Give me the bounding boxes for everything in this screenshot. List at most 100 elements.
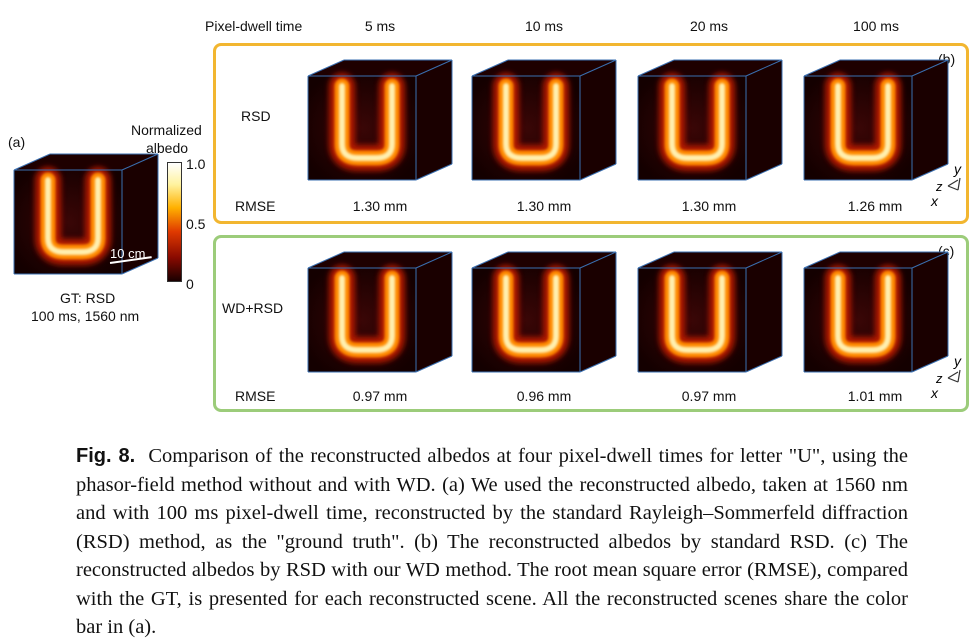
caption-fig-label: Fig. 8. xyxy=(76,445,136,467)
u-glow-core xyxy=(503,83,559,161)
cube-side-face xyxy=(912,60,948,180)
wd-cube-5ms xyxy=(304,248,454,381)
wd-cube-10ms xyxy=(468,248,618,381)
rsd-rmse-20ms: 1.30 mm xyxy=(681,198,737,214)
cube-side-face xyxy=(746,252,782,372)
rsd-cube-5ms xyxy=(304,56,454,189)
u-glow-core xyxy=(503,275,559,353)
cube-edge xyxy=(415,355,453,373)
cube-side-face xyxy=(122,154,158,274)
gt-label-line2: 100 ms, 1560 nm xyxy=(31,308,140,324)
cube-side-face xyxy=(912,252,948,372)
cube-edge xyxy=(13,153,51,171)
panel-a-tag: (a) xyxy=(8,134,26,150)
axis-y-c: y xyxy=(953,353,962,369)
cube-side-face xyxy=(746,60,782,180)
u-glow-core xyxy=(669,83,725,161)
panel-b-row-label: RSD xyxy=(241,108,271,124)
cube-edge xyxy=(911,355,949,373)
cube-edge xyxy=(911,251,949,269)
gt-cube-svg xyxy=(13,153,159,275)
cube-edge xyxy=(803,251,841,269)
caption-text: Comparison of the reconstructed albedos … xyxy=(76,445,908,638)
cube-top-face xyxy=(638,60,782,76)
gt-label-line1: GT: RSD xyxy=(60,290,116,306)
cube-edge xyxy=(745,251,783,269)
rsd-rmse-100ms: 1.26 mm xyxy=(847,198,903,214)
cube-side-face xyxy=(416,252,452,372)
cube-edge xyxy=(745,163,783,181)
wd-cube-100ms xyxy=(800,248,950,381)
colorbar-tick-0: 0 xyxy=(186,276,194,292)
cube-top-face xyxy=(804,252,948,268)
panel-c-row-label: WD+RSD xyxy=(222,300,284,316)
cube-edge xyxy=(579,163,617,181)
cube-top-face xyxy=(308,60,452,76)
cube-edge xyxy=(637,59,675,77)
cube-edge xyxy=(911,59,949,77)
rsd-cube-20ms xyxy=(634,56,784,189)
time-header-10ms: 10 ms xyxy=(524,18,564,34)
cube-top-face xyxy=(638,252,782,268)
cube-top-face xyxy=(14,154,158,170)
time-header-100ms: 100 ms xyxy=(853,18,899,34)
cube-edge xyxy=(415,251,453,269)
cube-edge xyxy=(471,59,509,77)
time-header-5ms: 5 ms xyxy=(364,18,396,34)
cube-edge xyxy=(745,355,783,373)
cube-edge xyxy=(307,251,345,269)
colorbar-tick-05: 0.5 xyxy=(186,216,206,232)
cube-edge xyxy=(471,251,509,269)
axis-x-c: x xyxy=(930,385,939,401)
cube-edge xyxy=(579,355,617,373)
cube-edge xyxy=(121,153,159,171)
axis-x-b: x xyxy=(930,193,939,209)
rsd-rmse-10ms: 1.30 mm xyxy=(516,198,572,214)
wd-cube-20ms xyxy=(634,248,784,381)
u-glow-core xyxy=(45,177,101,255)
gt-cube xyxy=(10,150,160,283)
axes-indicator-b: y z x xyxy=(930,160,970,215)
cube-edge xyxy=(911,163,949,181)
cube-edge xyxy=(745,59,783,77)
cube-edge xyxy=(803,59,841,77)
cube-side-face xyxy=(580,252,616,372)
axes-indicator-c: y z x xyxy=(930,352,970,407)
wd-rmse-20ms: 0.97 mm xyxy=(681,388,737,404)
colorbar xyxy=(167,162,182,282)
cube-edge xyxy=(121,257,159,275)
wd-rmse-5ms: 0.97 mm xyxy=(352,388,408,404)
cube-edge xyxy=(307,59,345,77)
cube-top-face xyxy=(308,252,452,268)
colorbar-title-line2: albedo xyxy=(146,140,189,156)
cube-side-face xyxy=(416,60,452,180)
colorbar-tick-1: 1.0 xyxy=(186,156,206,172)
dwell-time-label: Pixel-dwell time xyxy=(205,18,303,34)
cube-edge xyxy=(415,163,453,181)
colorbar-title-line1: Normalized xyxy=(131,122,202,138)
cube-edge xyxy=(637,251,675,269)
cube-edge xyxy=(579,251,617,269)
cube-top-face xyxy=(472,252,616,268)
rsd-cube-10ms xyxy=(468,56,618,189)
rsd-rmse-5ms: 1.30 mm xyxy=(352,198,408,214)
u-glow-core xyxy=(835,275,891,353)
cube-side-face xyxy=(580,60,616,180)
panel-c-rmse-label: RMSE xyxy=(235,388,276,404)
time-header-20ms: 20 ms xyxy=(689,18,729,34)
u-glow-core xyxy=(339,83,395,161)
cube-top-face xyxy=(472,60,616,76)
panel-b-rmse-label: RMSE xyxy=(235,198,276,214)
u-glow-core xyxy=(339,275,395,353)
axis-z-b: z xyxy=(935,179,943,194)
u-glow-core xyxy=(669,275,725,353)
rsd-cube-100ms xyxy=(800,56,950,189)
cube-edge xyxy=(415,59,453,77)
cube-edge xyxy=(579,59,617,77)
scale-bar: 10 cm xyxy=(108,246,154,264)
wd-rmse-100ms: 1.01 mm xyxy=(847,388,903,404)
figure-caption: Fig. 8. Comparison of the reconstructed … xyxy=(76,442,908,642)
panel-b-frame xyxy=(213,43,969,224)
cube-top-face xyxy=(804,60,948,76)
axis-y-b: y xyxy=(953,161,962,177)
